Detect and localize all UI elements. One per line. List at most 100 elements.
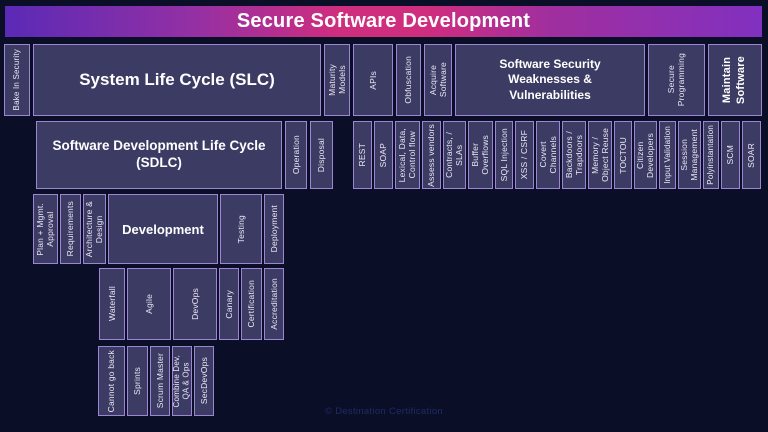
row-methodologies: Waterfall Agile DevOps Canary Certificat… (99, 268, 284, 340)
plan-mgmt-approval-label: Plan + Mgmt. Approval (35, 202, 56, 256)
polyinstantation-label: Polyinstantation (706, 125, 716, 185)
soap-label: SOAP (378, 142, 389, 168)
testing-label: Testing (235, 214, 246, 244)
deployment-label: Deployment (268, 205, 279, 253)
box-deployment: Deployment (264, 194, 284, 264)
development-label: Development (122, 221, 204, 237)
combine-dev-qa-ops-label: Combine Dev, QA & Ops (172, 354, 191, 408)
secure-programming-label: Secure Programming (666, 53, 687, 107)
box-development: Development (108, 194, 218, 264)
box-architecture-design: Architecture & Design (83, 194, 106, 264)
bake-in-security-label: Bake In Security (12, 49, 22, 111)
box-devops: DevOps (173, 268, 217, 340)
page-title: Secure Software Development (236, 10, 531, 32)
box-lexical-data-control-flow: Lexical, Data, Control flow (395, 121, 420, 189)
system-life-cycle-label: System Life Cycle (SLC) (79, 70, 275, 89)
agile-label: Agile (143, 294, 154, 314)
box-canary: Canary (219, 268, 239, 340)
box-acquire-software: Acquire Software (424, 44, 452, 116)
box-maintain-software: Maintain Software (708, 44, 762, 116)
box-agile: Agile (127, 268, 171, 340)
box-maturity-models: Maturity Models (324, 44, 350, 116)
box-secure-programming: Secure Programming (648, 44, 705, 116)
xss-csrf-label: XSS / CSRF (519, 130, 530, 180)
scrum-master-label: Scrum Master (154, 353, 165, 409)
covert-channels-label: Covert Channels (537, 136, 558, 174)
box-apis: APIs (353, 44, 393, 116)
disposal-label: Disposal (316, 137, 327, 173)
row-system-life-cycle: Bake In Security System Life Cycle (SLC)… (4, 44, 762, 116)
box-memory-object-reuse: Memory / Object Reuse (588, 121, 612, 189)
box-certification: Certification (241, 268, 262, 340)
contracts-slas-label: Contracts, / SLAs (444, 132, 465, 178)
box-sprints: Sprints (127, 346, 148, 416)
session-management-label: Session Management (679, 129, 700, 181)
row-methodology-details: Cannot go back Sprints Scrum Master Comb… (98, 346, 214, 416)
assess-vendors-label: Assess vendors (426, 123, 437, 187)
row-development-phases: Plan + Mgmt. Approval Requirements Archi… (33, 194, 284, 264)
box-session-management: Session Management (678, 121, 701, 189)
maintain-software-label: Maintain Software (721, 55, 747, 105)
box-obfuscation: Obfuscation (396, 44, 421, 116)
box-buffer-overflows: Buffer Overflows (468, 121, 493, 189)
box-input-validation: Input Validation (659, 121, 676, 189)
cannot-go-back-label: Cannot go back (106, 349, 117, 413)
box-toctou: TOCTOU (614, 121, 632, 189)
box-assess-vendors: Assess vendors (422, 121, 441, 189)
box-cannot-go-back: Cannot go back (98, 346, 125, 416)
box-covert-channels: Covert Channels (536, 121, 560, 189)
lexical-data-control-flow-label: Lexical, Data, Control flow (397, 127, 418, 183)
box-operation: Operation (285, 121, 307, 189)
software-security-weaknesses-label: Software Security Weaknesses & Vulnerabi… (499, 56, 601, 102)
box-disposal: Disposal (310, 121, 333, 189)
certification-label: Certification (246, 280, 257, 328)
buffer-overflows-label: Buffer Overflows (470, 135, 491, 175)
backdoors-trapdoors-label: Backdoors / Trapdoors (563, 131, 584, 179)
box-scrum-master: Scrum Master (150, 346, 170, 416)
devops-label: DevOps (189, 288, 200, 320)
row-topics: REST SOAP Lexical, Data, Control flow As… (353, 121, 761, 189)
box-secdevops: SecDevOps (194, 346, 214, 416)
box-citizen-developers: Citizen Developers (634, 121, 657, 189)
box-contracts-slas: Contracts, / SLAs (443, 121, 466, 189)
requirements-label: Requirements (65, 201, 76, 257)
scm-label: SCM (725, 145, 736, 165)
box-xss-csrf: XSS / CSRF (515, 121, 534, 189)
box-plan-mgmt-approval: Plan + Mgmt. Approval (33, 194, 58, 264)
row-sdlc: Software Development Life Cycle (SDLC) O… (36, 121, 333, 189)
box-rest: REST (353, 121, 372, 189)
box-software-security-weaknesses: Software Security Weaknesses & Vulnerabi… (455, 44, 645, 116)
box-polyinstantation: Polyinstantation (703, 121, 719, 189)
architecture-design-label: Architecture & Design (84, 200, 105, 258)
soar-label: SOAR (746, 142, 757, 168)
toctou-label: TOCTOU (617, 136, 628, 174)
memory-object-reuse-label: Memory / Object Reuse (589, 128, 610, 182)
waterfall-label: Waterfall (106, 286, 117, 322)
sdlc-label: Software Development Life Cycle (SDLC) (52, 138, 266, 170)
citizen-developers-label: Citizen Developers (635, 132, 656, 178)
box-backdoors-trapdoors: Backdoors / Trapdoors (562, 121, 586, 189)
box-requirements: Requirements (60, 194, 81, 264)
box-sdlc: Software Development Life Cycle (SDLC) (36, 121, 282, 189)
sprints-label: Sprints (132, 367, 143, 395)
canary-label: Canary (223, 289, 234, 319)
secdevops-label: SecDevOps (198, 357, 209, 405)
acquire-software-label: Acquire Software (427, 62, 448, 98)
box-waterfall: Waterfall (99, 268, 125, 340)
box-soar: SOAR (742, 121, 761, 189)
rest-label: REST (357, 143, 368, 167)
accreditation-label: Accreditation (268, 278, 279, 330)
box-system-life-cycle: System Life Cycle (SLC) (33, 44, 321, 116)
box-accreditation: Accreditation (264, 268, 284, 340)
box-soap: SOAP (374, 121, 393, 189)
apis-label: APIs (367, 70, 378, 90)
obfuscation-label: Obfuscation (403, 56, 414, 104)
box-testing: Testing (220, 194, 262, 264)
operation-label: Operation (290, 135, 301, 175)
box-scm: SCM (721, 121, 740, 189)
title-banner: Secure Software Development (5, 6, 762, 37)
box-bake-in-security: Bake In Security (4, 44, 30, 116)
box-combine-dev-qa-ops: Combine Dev, QA & Ops (172, 346, 192, 416)
sql-injection-label: SQL Injection (498, 128, 509, 182)
